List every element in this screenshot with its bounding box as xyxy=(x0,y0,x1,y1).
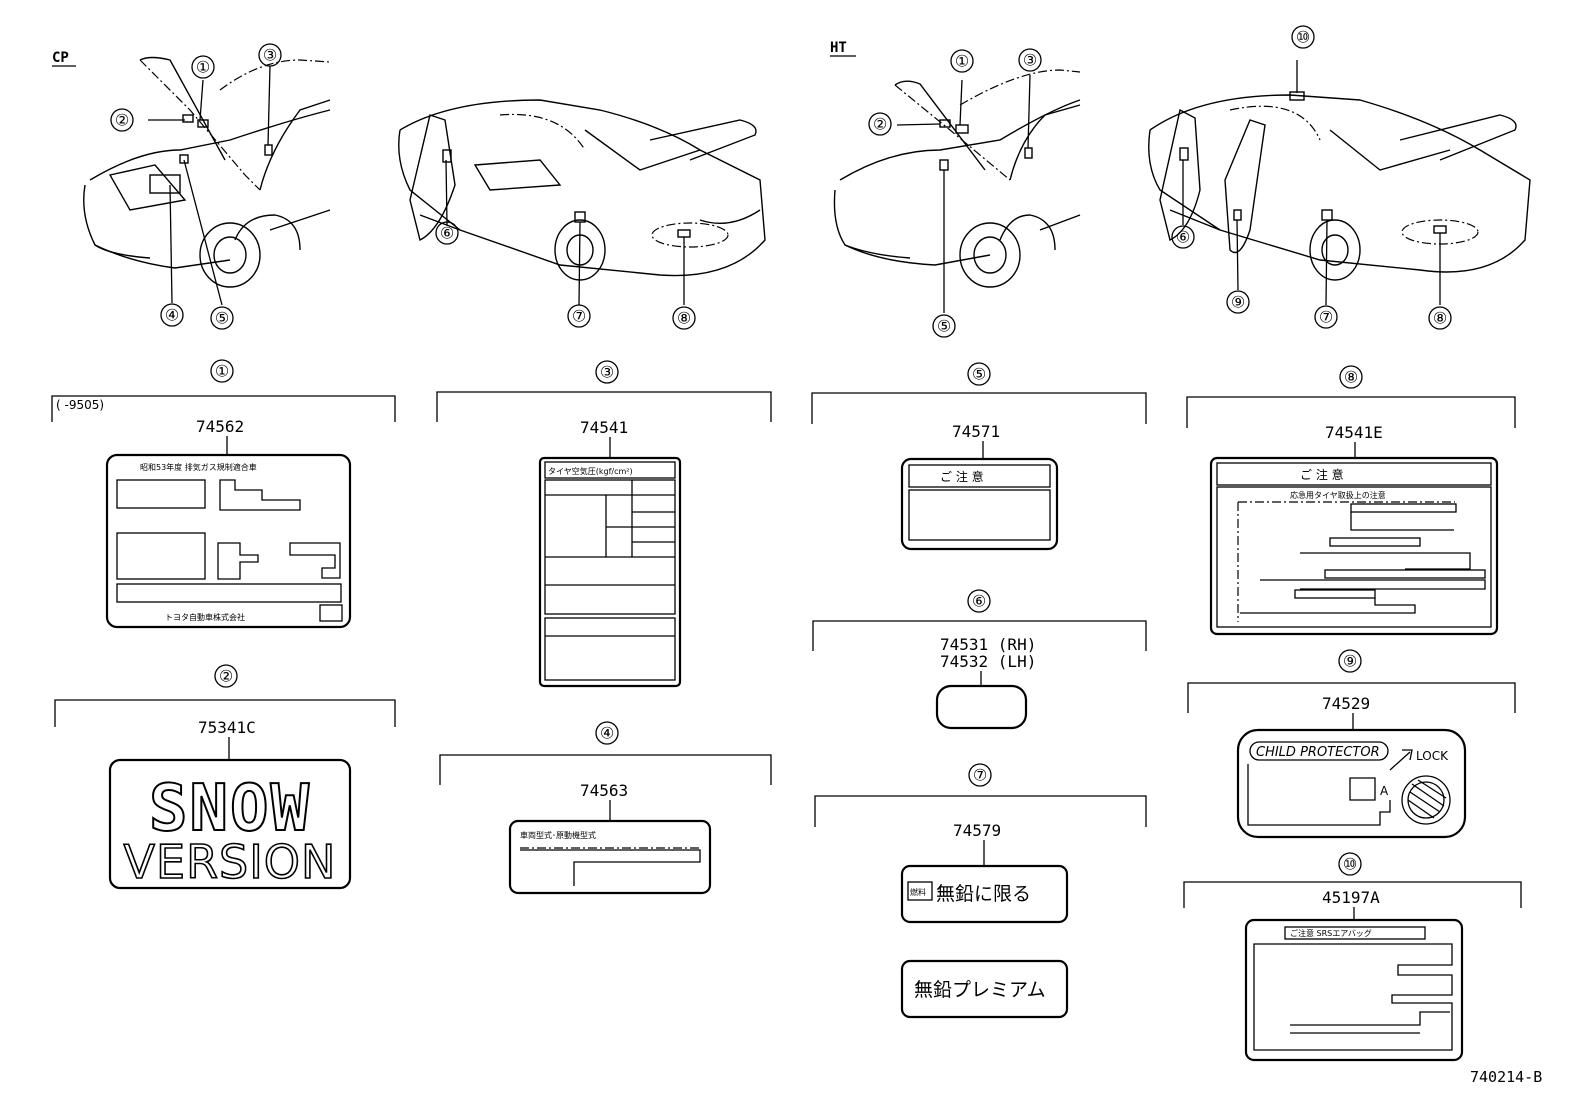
callout-5: ⑤ xyxy=(215,309,229,328)
label-maker: トヨタ自動車株式会社 xyxy=(165,612,245,622)
child-protector-title: CHILD PROTECTOR xyxy=(1256,745,1380,760)
label-group-3: ③ 74541 タイヤ空気圧(kgf/cm²) xyxy=(436,360,772,688)
callout-4: ④ xyxy=(165,306,179,325)
callout-6: ⑥ xyxy=(440,224,454,243)
callout-1: ① xyxy=(196,58,210,77)
section-ht-label: HT xyxy=(830,40,847,56)
part-number: 74579 xyxy=(953,821,1001,840)
label-header: ご注意 SRSエアバッグ xyxy=(1290,928,1372,938)
label-group-10: ⑩ 45197A ご注意 SRSエアバッグ xyxy=(1183,852,1522,1062)
part-number: 74562 xyxy=(196,417,244,436)
label-group-5: ⑤ 74571 ご 注 意 xyxy=(811,362,1147,551)
car-cp-front xyxy=(83,56,331,306)
part-number-lh: 74532 (LH) xyxy=(940,652,1036,671)
label-callout: ④ xyxy=(600,724,614,743)
part-number: 45197A xyxy=(1322,888,1380,907)
label-group-2: ② 75341C SNOW VERSION xyxy=(54,664,396,890)
part-number: 74541E xyxy=(1325,423,1383,442)
label-callout: ⑨ xyxy=(1343,652,1357,671)
callout-10: ⑩ xyxy=(1296,28,1310,47)
part-number: 74529 xyxy=(1322,694,1370,713)
svg-text:燃料: 燃料 xyxy=(910,887,926,897)
part-number: 74563 xyxy=(580,781,628,800)
svg-text:昭和53年度 排気ガス規制適合車: 昭和53年度 排気ガス規制適合車 xyxy=(140,462,257,472)
section-cp-label: CP xyxy=(52,50,69,66)
unleaded-premium-text: 無鉛プレミアム xyxy=(914,979,1046,1001)
callout-2: ② xyxy=(873,115,887,134)
callout-7: ⑦ xyxy=(1319,308,1333,327)
label-callout: ① xyxy=(215,362,229,381)
part-number: 74541 xyxy=(580,418,628,437)
part-number: 75341C xyxy=(198,718,256,737)
callout-1: ① xyxy=(955,52,969,71)
car-cp-rear xyxy=(398,99,766,306)
svg-text:車両型式･原動機型式: 車両型式･原動機型式 xyxy=(520,830,596,840)
label-callout: ⑧ xyxy=(1344,368,1358,387)
label-callout: ⑦ xyxy=(973,766,987,785)
snow-text: SNOW xyxy=(149,772,311,846)
diagram-callouts: ① ② ③ ④ ⑤ ⑥ ⑦ ⑧ ① ② ③ ⑤ ⑥ ⑨ ⑦ ⑧ ⑩ xyxy=(110,25,1452,338)
label-group-7: ⑦ 74579 燃料 無鉛に限る 無鉛プレミアム xyxy=(814,763,1147,1019)
callout-5: ⑤ xyxy=(937,317,951,336)
callout-9: ⑨ xyxy=(1231,293,1245,312)
label-header: ご 注 意 xyxy=(1300,467,1344,482)
lock-label: LOCK xyxy=(1416,749,1449,763)
label-callout: ③ xyxy=(600,363,614,382)
part-number: 74571 xyxy=(952,422,1000,441)
label-group-8: ⑧ 74541E ご 注 意 応急用タイヤ取扱上の注意 xyxy=(1186,365,1516,636)
label-callout: ⑩ xyxy=(1343,855,1357,874)
label-callout: ⑥ xyxy=(972,592,986,611)
car-ht-front xyxy=(833,69,1081,313)
callout-2: ② xyxy=(115,111,129,130)
label-letter-a: A xyxy=(1380,784,1389,798)
callout-7: ⑦ xyxy=(572,307,586,326)
label-group-6: ⑥ 74531 (RH) 74532 (LH) xyxy=(812,589,1147,730)
label-header: ご 注 意 xyxy=(940,469,984,484)
label-subheader: 応急用タイヤ取扱上の注意 xyxy=(1290,490,1386,500)
drawing-code: 740214-B xyxy=(1470,1068,1542,1086)
label-group-1: ① ( -9505) 74562 昭和53年度 排気ガス規制適合車 トヨタ自動車… xyxy=(51,359,396,629)
callout-8: ⑧ xyxy=(1433,309,1447,328)
callout-3: ③ xyxy=(1023,51,1037,70)
callout-8: ⑧ xyxy=(677,309,691,328)
version-text: VERSION xyxy=(124,835,337,889)
callout-3: ③ xyxy=(263,46,277,65)
label-callout: ② xyxy=(219,667,233,686)
car-ht-rear xyxy=(1148,60,1531,306)
callout-6: ⑥ xyxy=(1176,228,1190,247)
label-callout: ⑤ xyxy=(972,365,986,384)
label-group-4: ④ 74563 車両型式･原動機型式 xyxy=(439,721,772,895)
label-header: タイヤ空気圧(kgf/cm²) xyxy=(548,466,633,476)
unleaded-only-text: 無鉛に限る xyxy=(936,883,1031,905)
part-number-rh: 74531 (RH) xyxy=(940,635,1036,654)
label-group-9: ⑨ 74529 CHILD PROTECTOR LOCK A xyxy=(1187,649,1516,839)
label-range: ( -9505) xyxy=(56,398,104,412)
